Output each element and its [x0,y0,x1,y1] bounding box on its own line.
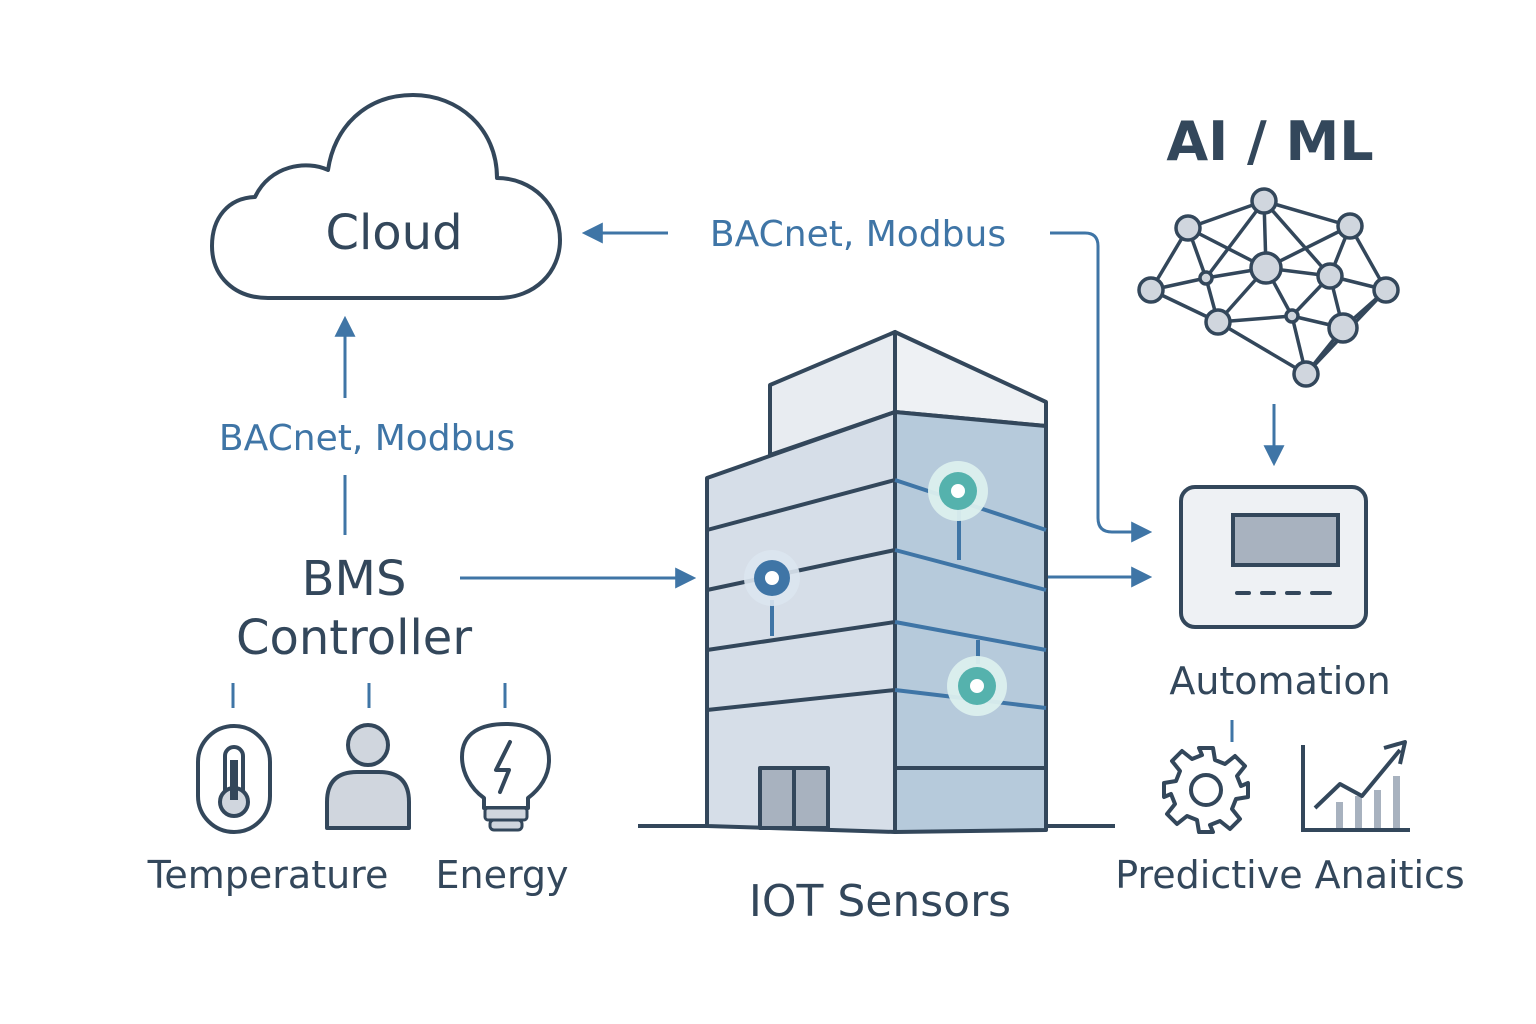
gear-icon [1162,746,1250,834]
sensor-2 [928,461,988,521]
automation-label: Automation [1169,659,1390,703]
thermometer-icon [196,724,272,834]
control-panel-icon [1179,485,1368,629]
bms-label-line1: BMS [302,551,407,607]
bms-connectors [231,683,507,708]
sensor-1 [744,550,800,606]
lightbulb-icon [460,722,551,832]
temperature-label: Temperature [147,853,389,897]
cloud-label: Cloud [325,205,462,261]
protocol-label-top: BACnet, Modbus [710,214,1006,255]
predictive-analytics-label: Predictive Anaitics [1115,853,1464,897]
cloud-icon [210,93,562,300]
edge-bms-to-cloud: BACnet, Modbus [219,315,515,535]
cloud-node: Cloud [210,93,562,300]
chart-icon [1301,740,1410,832]
energy-label: Energy [435,853,568,897]
bms-controller-node: BMS Controller [236,551,472,666]
ai-ml-label: AI / ML [1166,110,1373,173]
building-icon [638,330,1115,834]
person-icon [325,723,411,830]
sensor-3 [947,656,1007,716]
neural-network-icon [1137,187,1400,388]
edge-ai-to-cloud: BACnet, Modbus [581,214,1153,543]
bms-label-line2: Controller [236,610,472,666]
iot-sensors-label: IOT Sensors [749,876,1011,927]
protocol-label-left: BACnet, Modbus [219,418,515,459]
